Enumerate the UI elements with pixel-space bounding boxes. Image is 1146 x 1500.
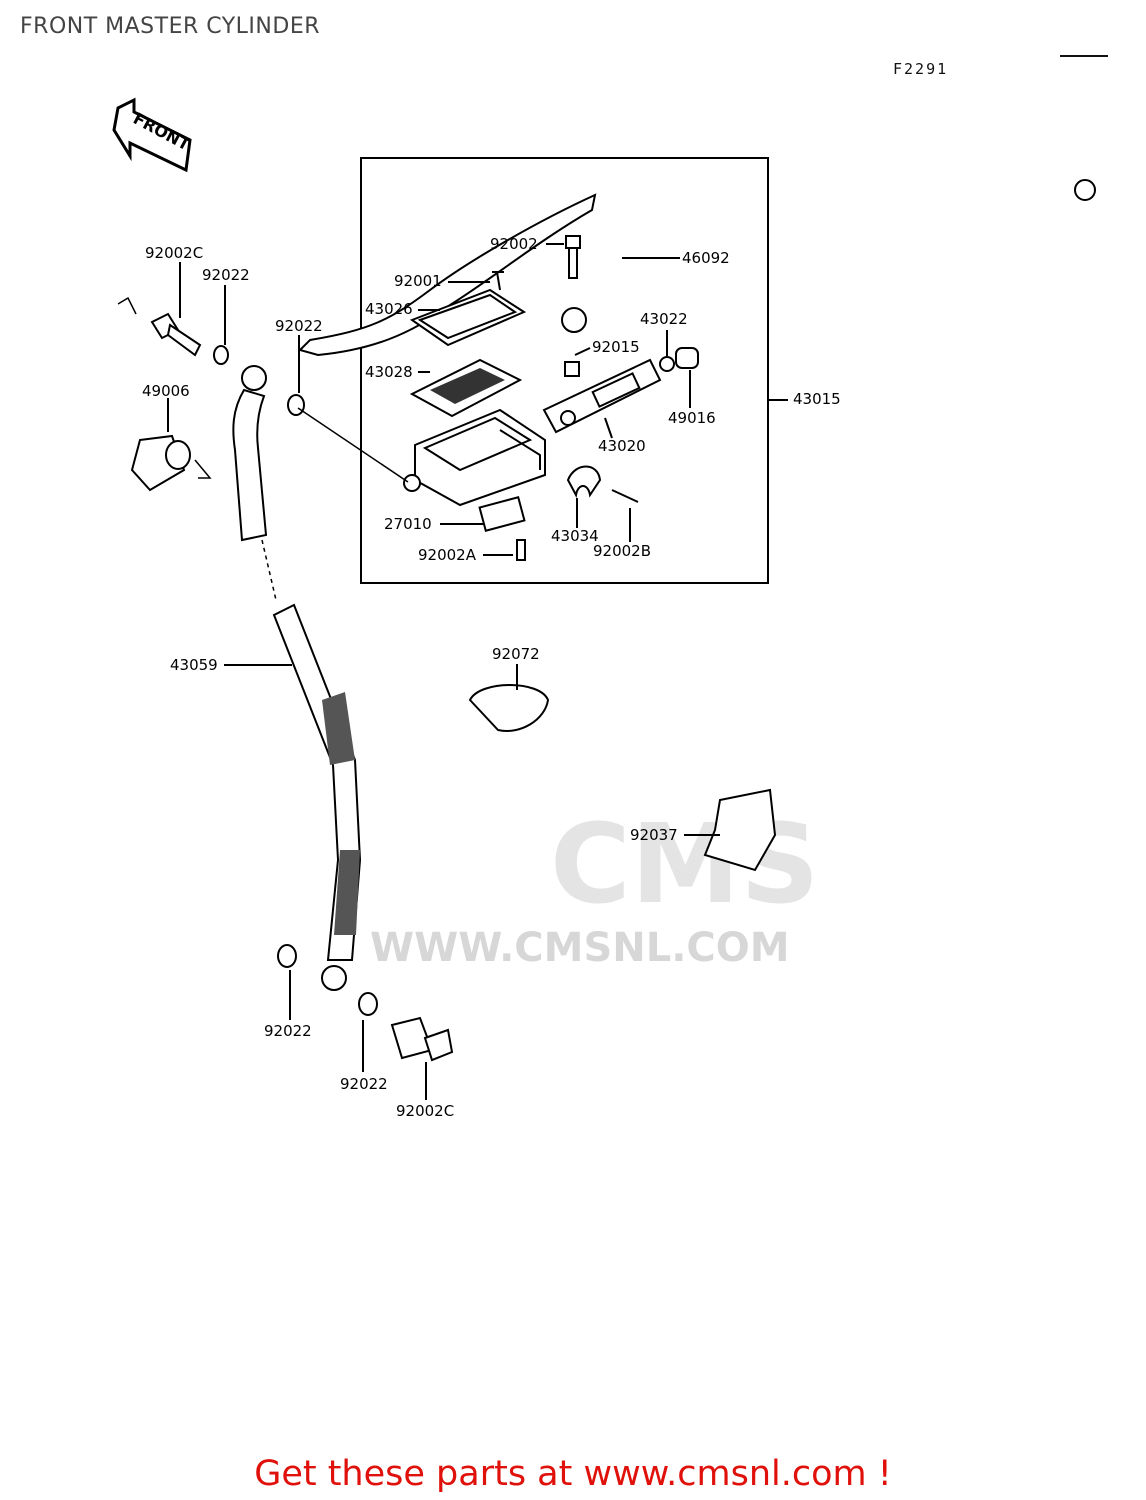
leader-92015: [574, 347, 591, 356]
brake-lever-46092: [298, 179, 1096, 357]
footer-link[interactable]: Get these parts at www.cmsnl.com !: [254, 1454, 892, 1494]
label-92022-top-mid: 92022: [275, 317, 323, 335]
leader-43020: [604, 417, 613, 439]
label-92022-bottom-right: 92022: [340, 1075, 388, 1093]
cap-49016: [675, 347, 699, 369]
front-direction-arrow: FRONT: [112, 97, 193, 173]
washer-92022-top-left: [213, 345, 229, 365]
banjo-bolt-92002C-bottom: [390, 1016, 454, 1062]
washer-92022-bottom-left: [277, 944, 297, 968]
nut-92015: [564, 361, 580, 377]
label-92022-top-left: 92022: [202, 266, 250, 284]
label-43059: 43059: [170, 656, 218, 674]
assembly-box-43015: [360, 157, 769, 584]
brake-hose-upper: [232, 365, 268, 542]
label-46092: 46092: [682, 249, 730, 267]
piston-kit-43020: [542, 358, 662, 434]
label-43020: 43020: [598, 437, 646, 455]
parts-diagram: FRONT: [112, 97, 1096, 1100]
washer-92022-bottom-right: [358, 992, 378, 1016]
switch-27010: [478, 496, 526, 532]
diagram-code-rule: [1060, 55, 1108, 57]
label-92002: 92002: [490, 235, 538, 253]
label-92002C-bottom: 92002C: [396, 1102, 455, 1120]
washer-92022-top-mid: [287, 394, 305, 416]
label-43034: 43034: [551, 527, 599, 545]
hose-reference-line: [297, 407, 409, 483]
label-43022: 43022: [640, 310, 688, 328]
screw-92002A: [516, 539, 526, 561]
label-43026: 43026: [365, 300, 413, 318]
label-43028: 43028: [365, 363, 413, 381]
reservoir-cap-43026: [409, 288, 527, 347]
diagram-code: F2291: [893, 60, 949, 78]
master-cylinder-body: [403, 408, 546, 507]
label-92002A: 92002A: [418, 546, 476, 564]
screw-92001: [492, 271, 504, 291]
label-92037: 92037: [630, 826, 678, 844]
label-92002B: 92002B: [593, 542, 652, 560]
guide-92037: [703, 788, 777, 872]
label-49016: 49016: [668, 409, 716, 427]
label-92001: 92001: [394, 272, 442, 290]
cap-49006: [130, 434, 191, 492]
label-43015: 43015: [793, 390, 841, 408]
label-92002C-top: 92002C: [145, 244, 204, 262]
label-92015: 92015: [592, 338, 640, 356]
label-49006: 49006: [142, 382, 190, 400]
brake-hose-lower-43059: [272, 603, 362, 991]
clamp-43034: [566, 465, 602, 499]
bolt-92002B: [611, 489, 639, 503]
clamp-92072: [468, 684, 550, 732]
label-92022-bottom-left: 92022: [264, 1022, 312, 1040]
watermark-url: WWW.CMSNL.COM: [370, 925, 790, 971]
boot-43022: [659, 356, 675, 372]
label-92072: 92072: [492, 645, 540, 663]
pivot-bolt-92002: [565, 235, 581, 279]
banjo-bolt-92002C-top: [150, 312, 202, 357]
watermark-logo: CMS: [550, 800, 820, 928]
page-title: FRONT MASTER CYLINDER: [20, 14, 321, 39]
label-27010: 27010: [384, 515, 432, 533]
